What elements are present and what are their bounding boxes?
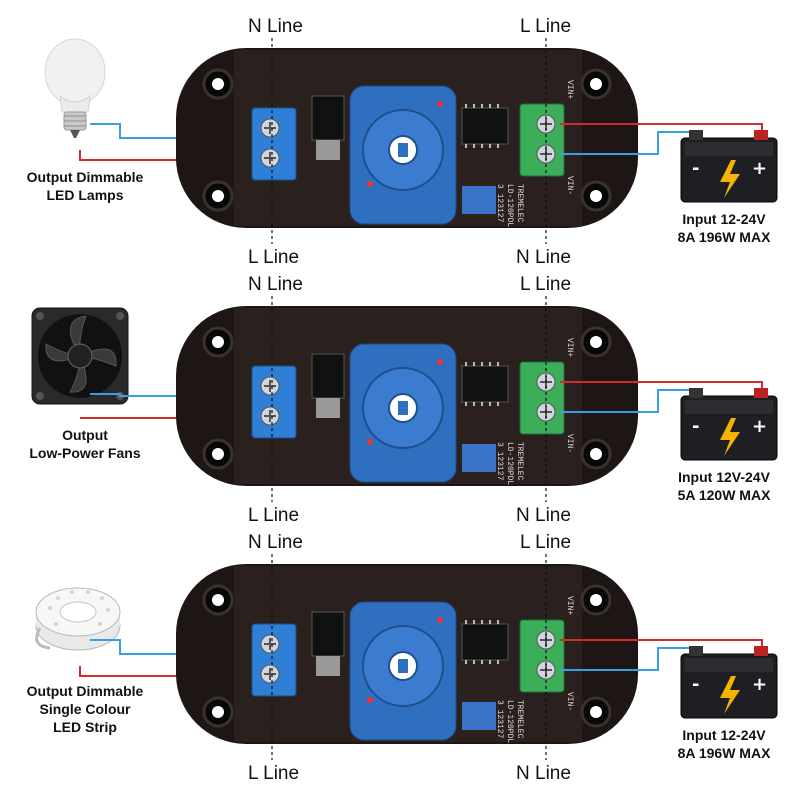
output-terminal-block (251, 365, 297, 439)
output-caption-line1: Output Dimmable (26, 683, 144, 699)
led-bulb-icon (44, 38, 106, 138)
ic-chip (461, 620, 509, 664)
svg-text:-: - (692, 674, 699, 695)
board-code-text: 3 123127 (495, 442, 504, 481)
board-model-text: LD-120PDL (505, 700, 514, 743)
input-caption: Input 12-24V 8A 196W MAX (650, 726, 798, 762)
input-caption-line2: 8A 196W MAX (677, 229, 771, 245)
vin-plus-text: VIN+ (565, 596, 574, 615)
output-caption-line1: Output Dimmable (26, 169, 144, 185)
vin-minus-text: VIN- (565, 692, 574, 711)
panel-2: TREMELEC LD-120PDL 3 123127 VIN+ VIN- - … (0, 258, 800, 526)
output-caption-line2: LED Lamps (46, 187, 124, 203)
board-brand-text: TREMELEC (515, 442, 524, 481)
svg-text:+: + (752, 158, 767, 179)
n-line-label-top: N Line (248, 532, 303, 553)
output-caption-line1: Output (62, 427, 108, 443)
output-caption-line2: Single Colour (39, 701, 131, 717)
l-line-label-top: L Line (520, 532, 572, 553)
input-caption-line2: 8A 196W MAX (677, 745, 771, 761)
potentiometer-knob (349, 343, 457, 483)
vin-minus-text: VIN- (565, 176, 574, 195)
input-terminal-block (519, 103, 565, 177)
board-model-text: LD-120PDL (505, 442, 514, 485)
n-line-label-bottom: N Line (516, 763, 571, 784)
mosfet-chip (311, 611, 345, 676)
l-line-label-bottom: L Line (248, 247, 300, 268)
l-line-label-top: L Line (520, 274, 572, 295)
svg-text:+: + (752, 674, 767, 695)
output-terminal-block (251, 623, 297, 697)
input-caption: Input 12-24V 8A 196W MAX (650, 210, 798, 246)
n-line-label-top: N Line (248, 274, 303, 295)
output-caption: Output Dimmable Single Colour LED Strip (14, 682, 156, 736)
board-code-text: 3 123127 (495, 700, 504, 739)
battery-icon: - + (680, 646, 778, 719)
l-line-label-bottom: L Line (248, 505, 300, 526)
l-line-label-top: L Line (520, 16, 572, 37)
trimmer (462, 186, 496, 214)
n-line-label-top: N Line (248, 16, 303, 37)
vin-plus-text: VIN+ (565, 338, 574, 357)
output-caption-line3: LED Strip (53, 719, 117, 735)
mosfet-chip (311, 353, 345, 418)
controller-board: TREMELEC LD-120PDL 3 123127 VIN+ VIN- - … (44, 38, 778, 244)
battery-icon: - + (680, 130, 778, 203)
board-brand-text: TREMELEC (515, 184, 524, 223)
input-terminal-block (519, 361, 565, 435)
svg-text:+: + (752, 416, 767, 437)
output-terminal-block (251, 107, 297, 181)
trimmer (462, 444, 496, 472)
battery-icon: - + (680, 388, 778, 461)
output-caption: Output Dimmable LED Lamps (14, 168, 156, 204)
controller-board: TREMELEC LD-120PDL 3 123127 VIN+ VIN- - … (35, 554, 778, 760)
board-code-text: 3 123127 (495, 184, 504, 223)
l-line-label-bottom: L Line (248, 763, 300, 784)
ic-chip (461, 104, 509, 148)
mosfet-chip (311, 95, 345, 160)
trimmer (462, 702, 496, 730)
output-caption: Output Low-Power Fans (14, 426, 156, 462)
led-strip-reel-icon (35, 587, 121, 651)
svg-text:-: - (692, 416, 699, 437)
controller-board: TREMELEC LD-120PDL 3 123127 VIN+ VIN- - … (31, 296, 778, 502)
panel-1: TREMELEC LD-120PDL 3 123127 VIN+ VIN- - … (0, 0, 800, 268)
input-caption-line1: Input 12V-24V (678, 469, 770, 485)
svg-text:-: - (692, 158, 699, 179)
input-caption-line1: Input 12-24V (682, 727, 766, 743)
n-line-label-bottom: N Line (516, 505, 571, 526)
potentiometer-knob (349, 85, 457, 225)
input-caption-line2: 5A 120W MAX (677, 487, 771, 503)
output-caption-line2: Low-Power Fans (29, 445, 141, 461)
vin-minus-text: VIN- (565, 434, 574, 453)
input-caption-line1: Input 12-24V (682, 211, 766, 227)
input-terminal-block (519, 619, 565, 693)
n-line-label-bottom: N Line (516, 247, 571, 268)
cooling-fan-icon (31, 307, 129, 405)
vin-plus-text: VIN+ (565, 80, 574, 99)
ic-chip (461, 362, 509, 406)
board-model-text: LD-120PDL (505, 184, 514, 227)
input-caption: Input 12V-24V 5A 120W MAX (650, 468, 798, 504)
board-brand-text: TREMELEC (515, 700, 524, 739)
panel-3: TREMELEC LD-120PDL 3 123127 VIN+ VIN- - … (0, 516, 800, 784)
potentiometer-knob (349, 601, 457, 741)
